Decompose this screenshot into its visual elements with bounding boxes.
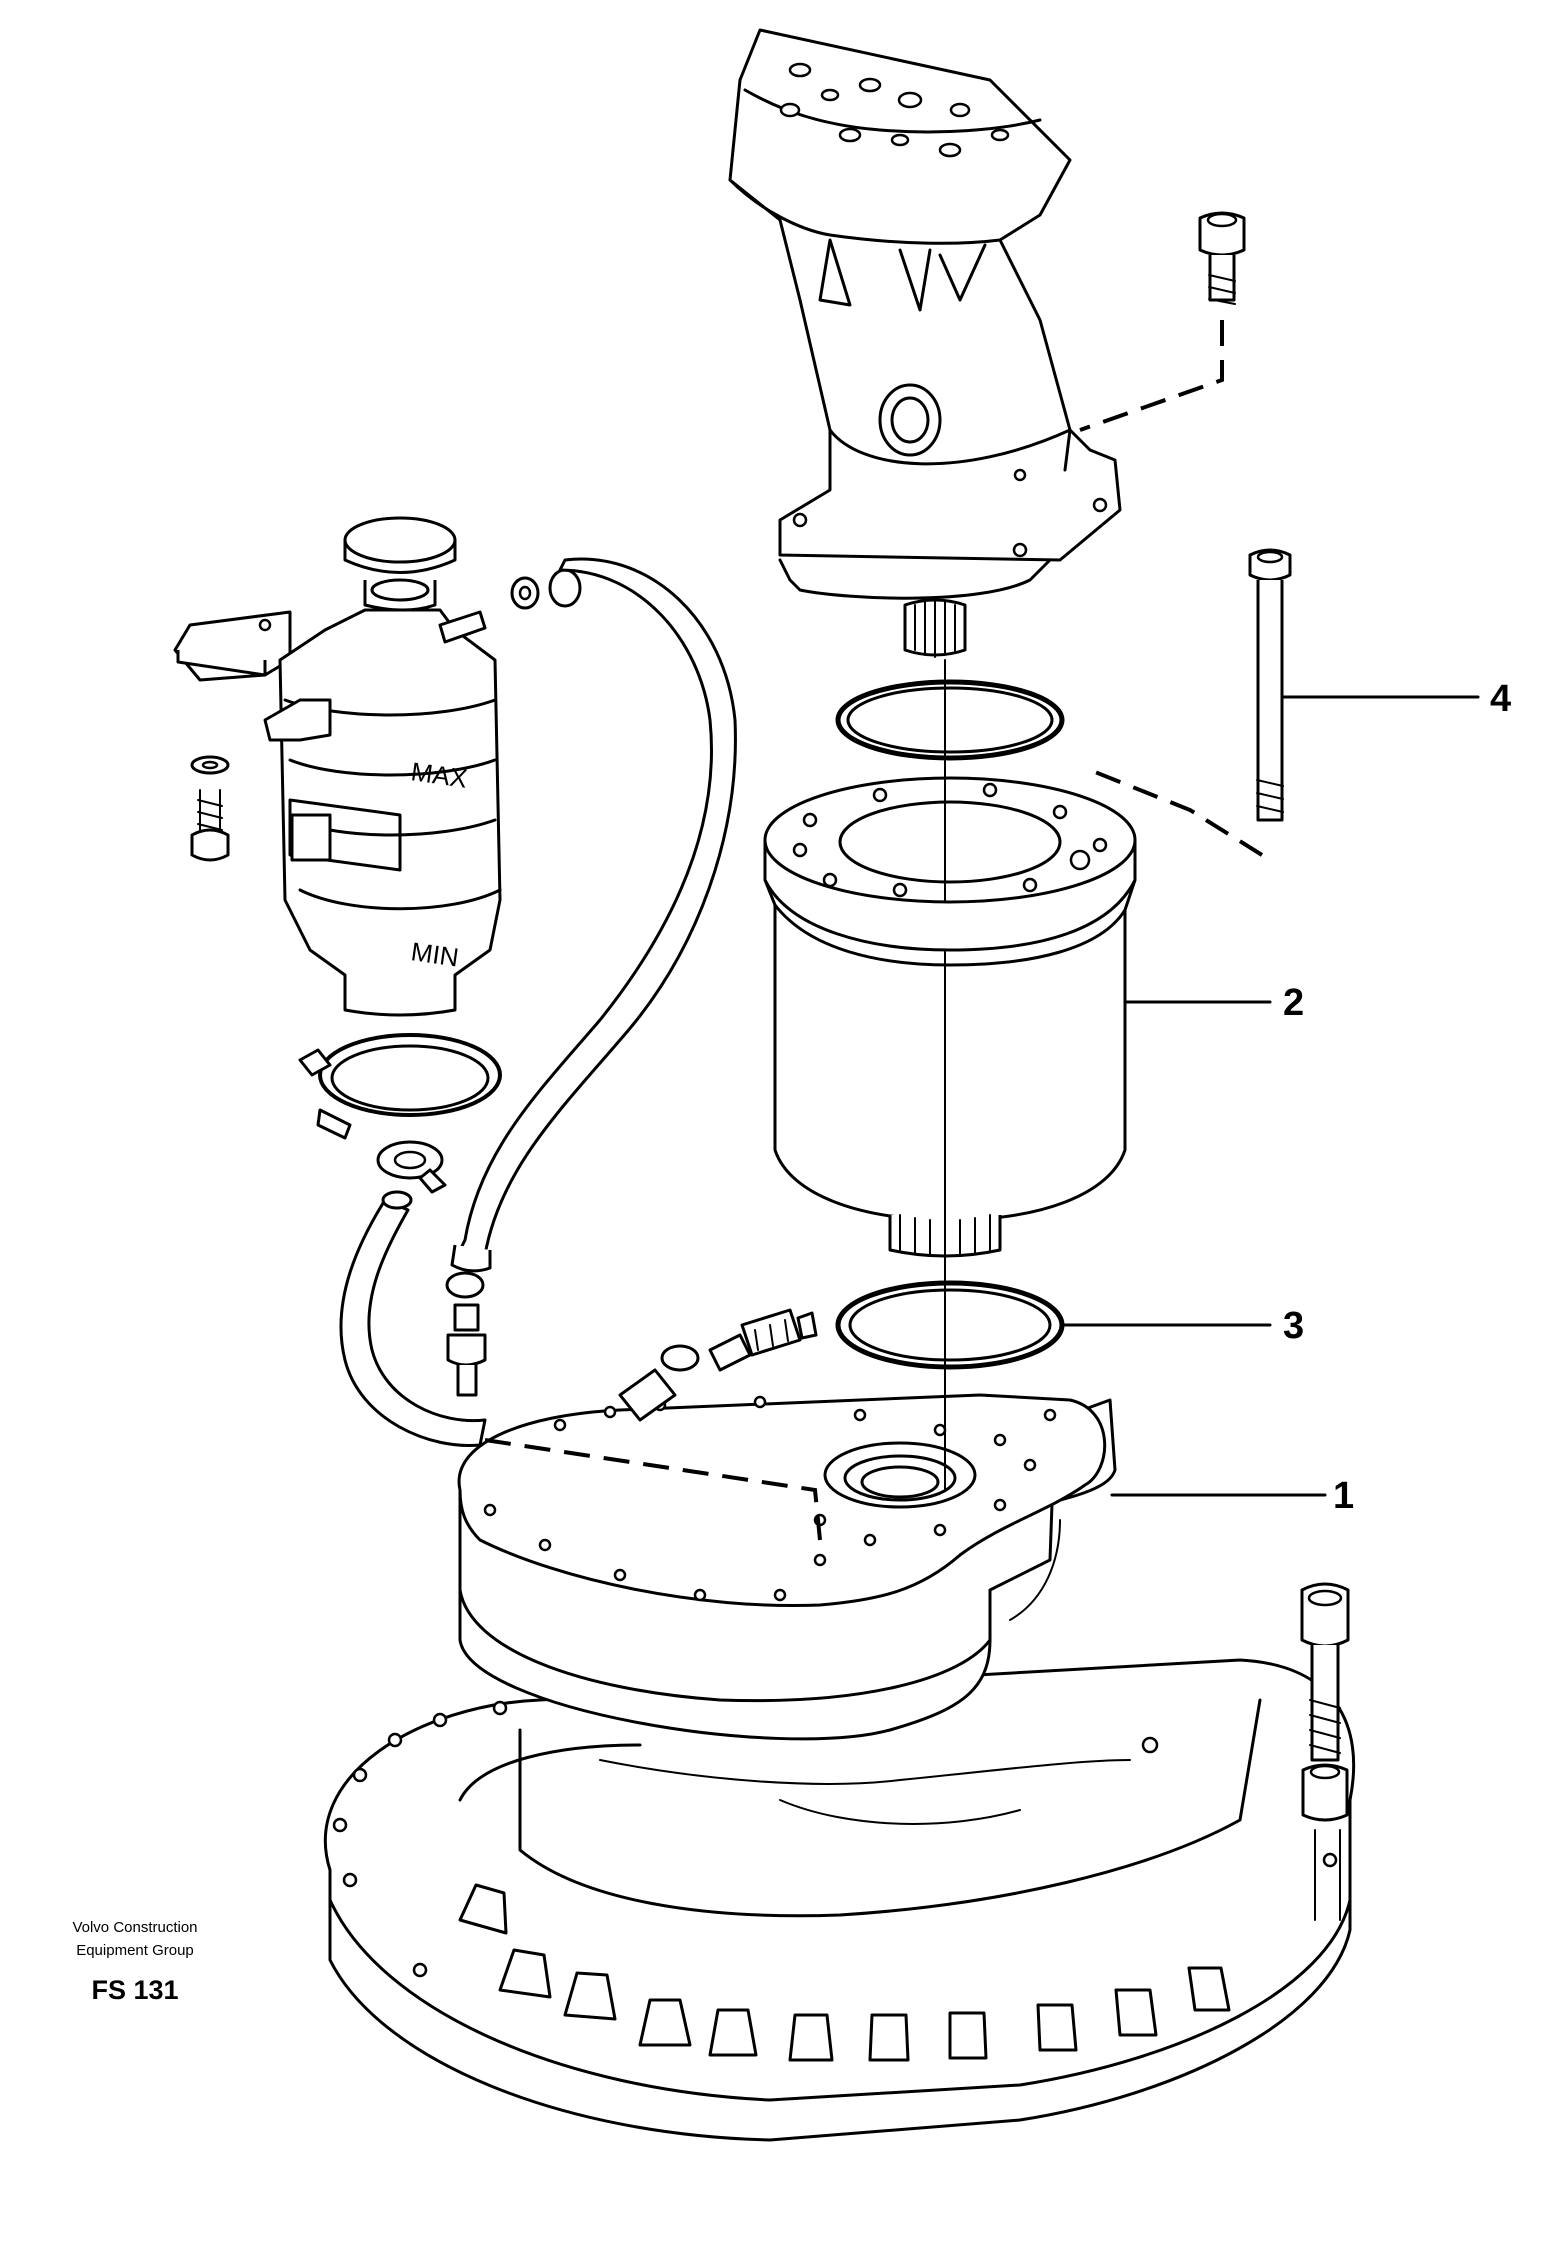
- housing-holes: [483, 1395, 1057, 1602]
- base-flange: [323, 1658, 1356, 2142]
- hose-end: [450, 1244, 492, 1273]
- base-flange-bolt-slots: [458, 1883, 1231, 2062]
- planetary-gear-unit: [763, 776, 1137, 1258]
- min-marking: MIN: [409, 936, 460, 972]
- hose-fittings: [445, 1271, 818, 1422]
- flange-bolt: [1300, 1582, 1350, 1921]
- callout-3: 3: [1283, 1305, 1304, 1347]
- credit-line-1: Volvo Construction: [72, 1919, 197, 1936]
- gearbox-housing: [457, 1393, 1117, 1741]
- main-hose: [458, 557, 737, 1257]
- hose-clamp-ring: [298, 1033, 502, 1140]
- callout-1: 1: [1333, 1475, 1354, 1517]
- motor-bolt: [1198, 211, 1246, 305]
- small-hose-clamp: [376, 1140, 447, 1194]
- credit-line-2: Equipment Group: [76, 1942, 194, 1959]
- upper-o-ring: [835, 679, 1065, 761]
- drain-hose: [339, 1198, 487, 1448]
- lower-o-ring: [835, 1280, 1065, 1370]
- oil-reservoir: MAX MIN: [173, 516, 502, 1017]
- figure-code: FS 131: [91, 1975, 178, 2005]
- fitting-guide: [484, 1438, 822, 1541]
- motor-flange-holes: [792, 468, 1108, 558]
- motor-top-holes: [779, 62, 1010, 158]
- reservoir-bolt: [190, 755, 230, 862]
- long-bolt-guide: [1089, 768, 1264, 857]
- gear-unit-holes: [792, 782, 1108, 898]
- top-hose-clamp: [510, 568, 582, 610]
- callout-2: 2: [1283, 982, 1304, 1024]
- callout-4: 4: [1490, 678, 1511, 720]
- motor-bolt-guide: [1079, 320, 1224, 432]
- hydraulic-motor: [728, 28, 1122, 658]
- long-bolt: [1248, 548, 1292, 822]
- callout-leaders: [1060, 695, 1480, 1497]
